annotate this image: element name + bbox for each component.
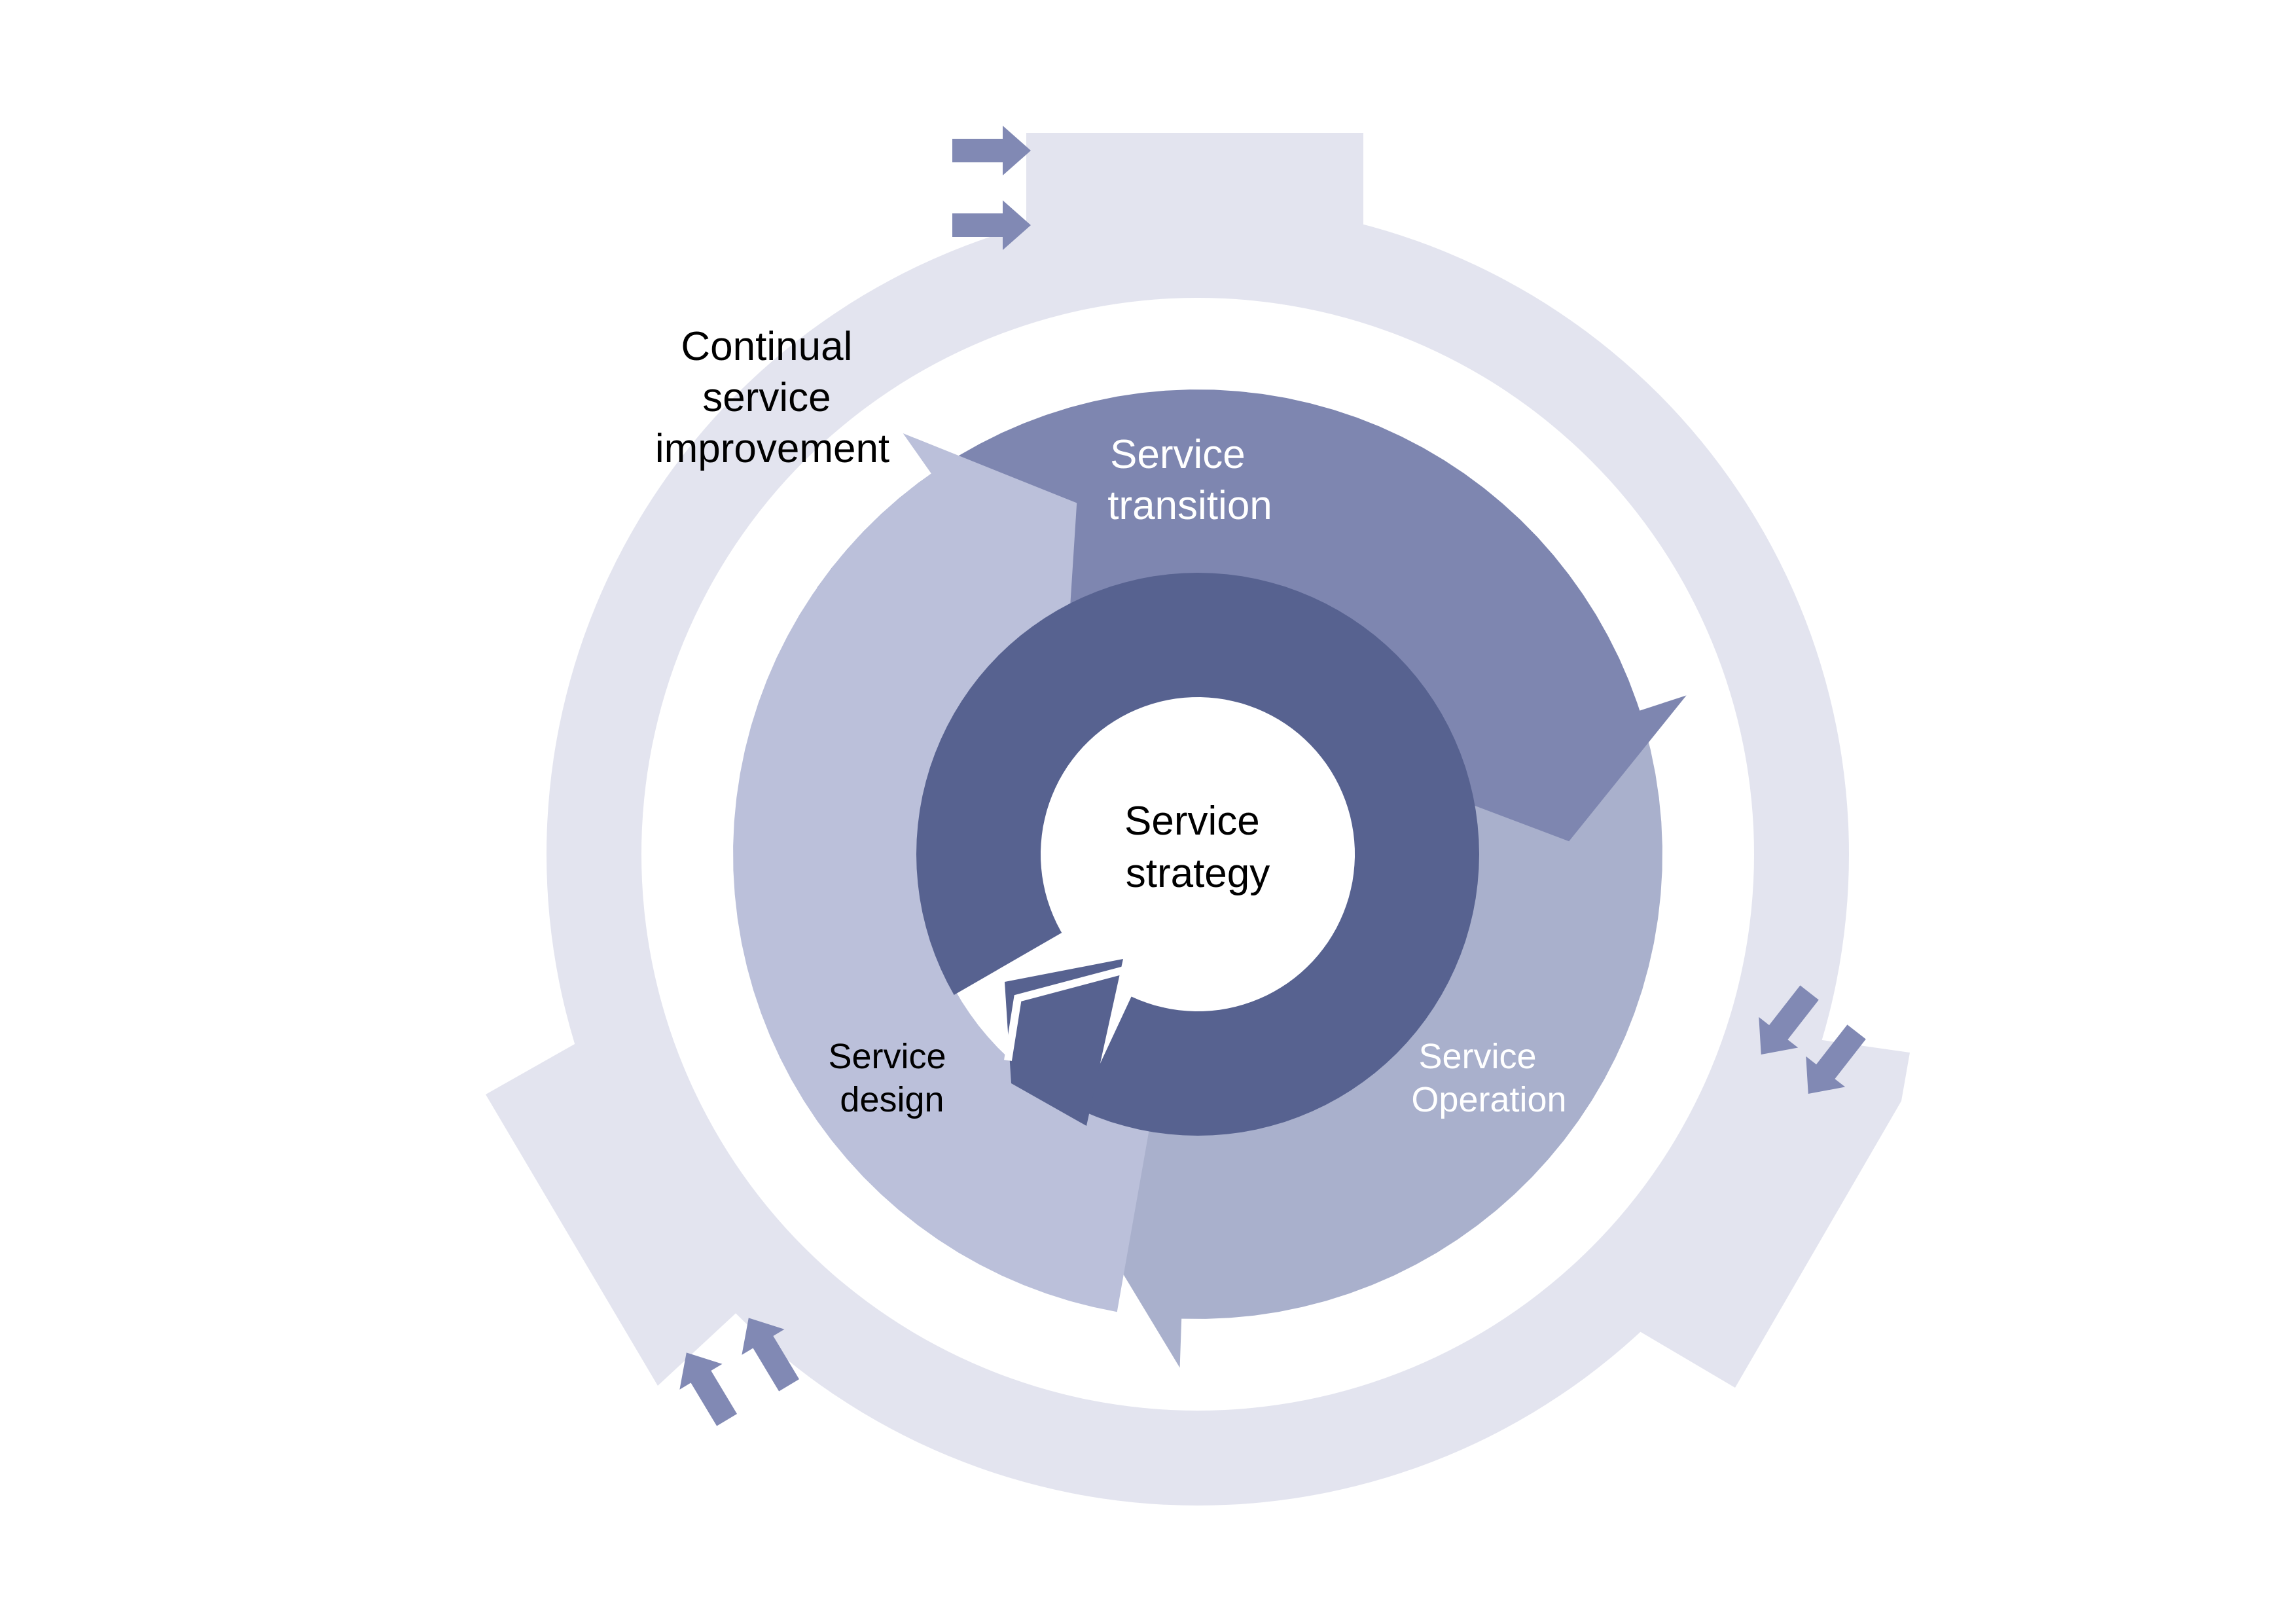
strategy-line-2: strategy [1126,851,1270,896]
strategy-line-1: Service [1124,799,1260,844]
right-arrow-icon [952,200,1031,250]
input-arrows [679,126,1866,1426]
service-transition-label: Service transition [1107,432,1272,528]
service-strategy-ring [916,573,1479,1136]
continual-improvement-label: Continual service improvement [655,324,889,471]
design-line-1: Service [828,1037,946,1076]
strategy-ring-segment [916,573,1479,1136]
service-strategy-label: Service strategy [1124,799,1271,896]
ring-tab-left [486,1044,759,1386]
service-operation-label: Service Operation [1411,1037,1566,1119]
ring-tab-right [1630,1028,1910,1388]
transition-line-2: transition [1107,483,1272,528]
up-left-arrow-icon [742,1318,800,1392]
operation-line-1: Service [1418,1037,1536,1076]
service-operation-segment [1083,657,1662,1368]
service-design-label: Service design [828,1037,956,1119]
transition-line-1: Service [1110,432,1246,477]
up-left-arrow-icon [679,1352,738,1426]
csi-line-1: Continual [681,324,852,369]
strategy-ring-arrow-notch [1004,965,1130,1061]
down-left-arrow-icon [1806,1024,1866,1094]
strategy-ring-arrowhead [1005,959,1123,1126]
down-left-arrow-icon [1759,985,1819,1055]
design-line-2: design [840,1080,944,1119]
operation-line-2: Operation [1411,1080,1566,1119]
right-arrow-icon [952,126,1031,175]
ring-tab-top [1026,133,1363,264]
csi-line-3: improvement [655,426,889,471]
csi-line-2: service [702,375,831,420]
